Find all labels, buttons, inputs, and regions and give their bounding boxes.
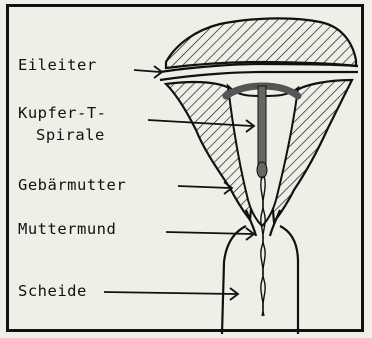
label-scheide: Scheide — [18, 284, 87, 300]
arrow-eileiter — [134, 70, 160, 72]
vagina — [222, 226, 298, 334]
label-gebaermutter: Gebärmutter — [18, 178, 126, 194]
fallopian-tube-lower — [160, 72, 358, 80]
arrow-gebaermutter — [178, 186, 230, 188]
label-kupfer-t-line2: Spirale — [36, 128, 105, 144]
arrow-scheide — [104, 292, 236, 294]
label-kupfer-t-line1: Kupfer-T- — [18, 106, 107, 122]
arrow-muttermund — [166, 232, 252, 234]
label-muttermund: Muttermund — [18, 222, 116, 238]
label-eileiter: Eileiter — [18, 58, 97, 74]
upper-tissue — [166, 18, 356, 68]
